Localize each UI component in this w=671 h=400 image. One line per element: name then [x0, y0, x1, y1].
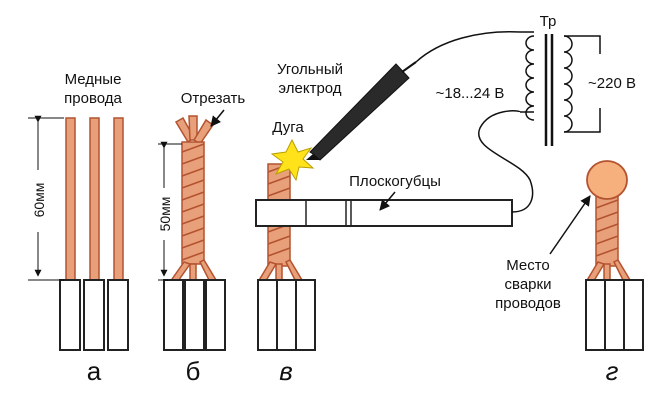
weld-label-3: проводов — [495, 295, 561, 312]
weld-label-1: Место — [506, 257, 550, 274]
weld-arrow — [549, 195, 591, 255]
voltage-high-label: ~220 В — [588, 75, 636, 92]
insulation-1 — [59, 279, 81, 351]
cut-arrow — [210, 109, 225, 127]
electrode-label-2: электрод — [278, 80, 341, 97]
transformer — [520, 31, 601, 146]
stage-v-twist — [256, 163, 316, 351]
weld-label-2: сварки — [505, 276, 552, 293]
electrode-label-1: Угольный — [277, 61, 343, 78]
dimension-50mm — [158, 141, 182, 281]
copper-wire-1 — [65, 117, 76, 281]
pliers — [255, 199, 513, 227]
arc-label: Дуга — [272, 119, 304, 136]
cut-label: Отрезать — [181, 90, 246, 107]
pliers-label: Плоскогубцы — [349, 173, 441, 190]
dimension-60mm — [28, 115, 64, 281]
dim-50-label: 50мм — [157, 197, 173, 232]
weld-ball — [586, 160, 628, 200]
pliers-cable — [477, 110, 534, 213]
stage-label-v: в — [279, 356, 293, 386]
stage-a-wires — [59, 117, 129, 351]
dim-60-label: 60мм — [31, 183, 47, 218]
copper-wires-label-2: провода — [64, 90, 122, 107]
copper-wire-2 — [89, 117, 100, 281]
electrode-cable — [415, 31, 521, 63]
insulation-3 — [107, 279, 129, 351]
voltage-low-label: ~18...24 В — [436, 85, 505, 102]
stage-g-welded — [584, 160, 644, 351]
pliers-arrow — [379, 191, 396, 211]
stage-label-a: а — [87, 356, 102, 386]
stage-label-b: б — [186, 356, 201, 386]
arc-spark — [270, 138, 315, 182]
carbon-electrode — [306, 61, 417, 161]
stage-b-twist — [163, 115, 226, 351]
copper-wire-3 — [113, 117, 124, 281]
stage-label-g: г — [606, 356, 619, 386]
copper-wires-label-1: Медные — [65, 71, 122, 88]
transformer-label: Тр — [540, 13, 557, 30]
insulation-2 — [83, 279, 105, 351]
